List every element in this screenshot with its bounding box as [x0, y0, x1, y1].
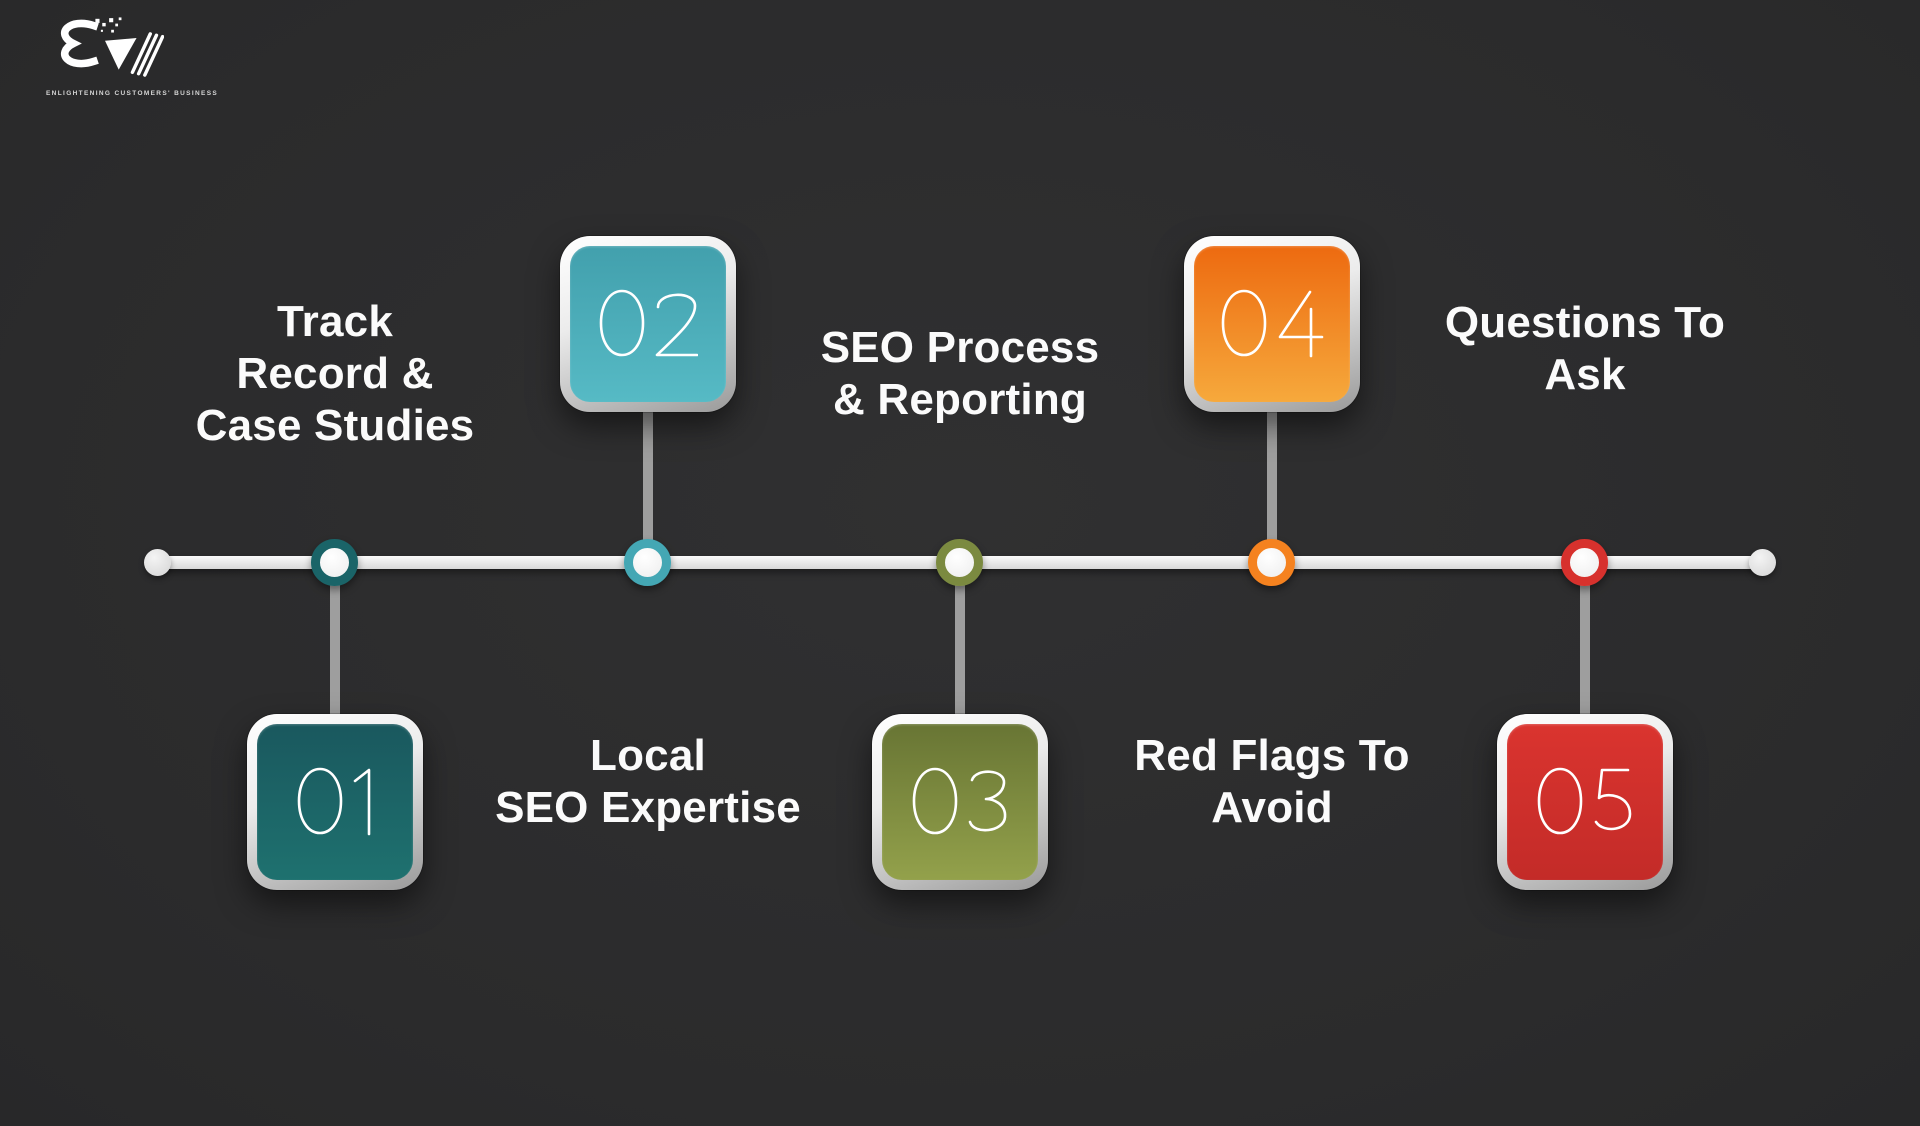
brand-tagline: ENLIGHTENING CUSTOMERS' BUSINESS [46, 90, 219, 97]
step-05-card [1497, 714, 1673, 890]
timeline-endpoint-left [144, 549, 171, 576]
step-05-number [1537, 767, 1631, 835]
timeline-endpoint-right [1749, 549, 1776, 576]
step-02-card-face [570, 246, 726, 402]
step-04-card [1184, 236, 1360, 412]
step-03-card-face [882, 724, 1038, 880]
step-03-timeline-dot [936, 539, 983, 586]
step-04-card-face [1194, 246, 1350, 402]
step-03-card [872, 714, 1048, 890]
step-05-label: Questions To Ask [1444, 298, 1726, 399]
step-02-timeline-dot [624, 539, 671, 586]
step-03-connector-line [955, 560, 965, 716]
step-05-connector-line [1580, 560, 1590, 716]
brand-logo: ENLIGHTENING CUSTOMERS' BUSINESS [46, 14, 219, 97]
brand-logo-icon [61, 17, 164, 77]
step-03-label: SEO Process & Reporting [820, 323, 1100, 424]
step-03-number [912, 767, 1006, 835]
step-05-timeline-dot [1561, 539, 1608, 586]
step-05-card-face [1507, 724, 1663, 880]
step-04-label: Red Flags To Avoid [1134, 731, 1410, 832]
step-02-card [560, 236, 736, 412]
step-01-label: Track Record & Case Studies [195, 297, 475, 450]
step-04-timeline-dot [1248, 539, 1295, 586]
step-01-card-face [257, 724, 413, 880]
step-01-number [297, 767, 370, 836]
step-02-number [599, 289, 698, 357]
step-02-label: Local SEO Expertise [495, 731, 801, 832]
step-04-connector-line [1267, 410, 1277, 565]
step-02-connector-line [643, 410, 653, 565]
step-01-card [247, 714, 423, 890]
step-01-timeline-dot [311, 539, 358, 586]
step-01-connector-line [330, 560, 340, 716]
step-04-number [1221, 289, 1323, 358]
